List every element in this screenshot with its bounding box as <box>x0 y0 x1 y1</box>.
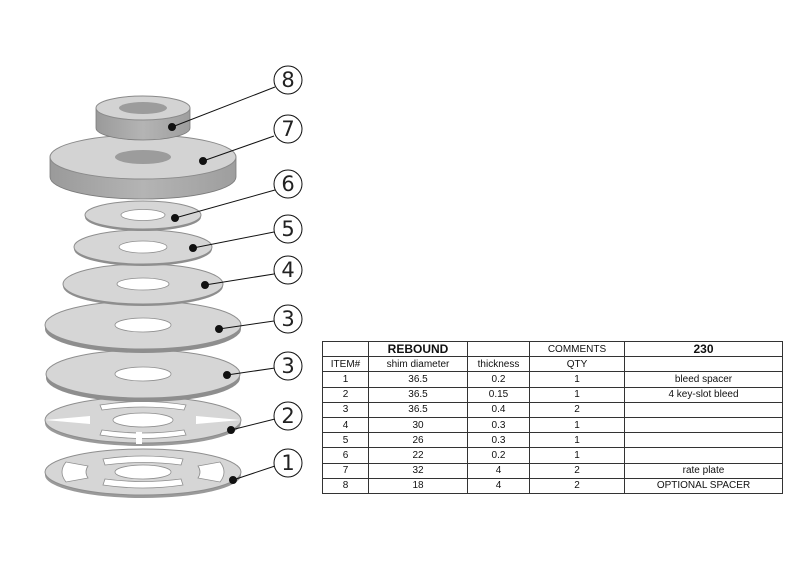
table-row-8-cell-qty: 2 <box>529 477 625 494</box>
table-row-2-cell-shim-diameter: 36.5 <box>368 386 468 403</box>
header-row-cell-comments <box>624 356 783 373</box>
part-2-key-slot-bleed <box>44 396 242 446</box>
table-row-3-cell-thickness: 0.4 <box>467 401 530 418</box>
title-row-cell-comments: 230 <box>624 340 783 358</box>
table-row-7-cell-shim-diameter: 32 <box>368 462 468 479</box>
part-3-shim-upper <box>44 300 242 353</box>
table-row-1-cell-shim-diameter: 36.5 <box>368 371 468 388</box>
balloon-6: 6 <box>273 169 303 199</box>
table-row-4-cell-item: 4 <box>322 416 369 434</box>
table-row-3-cell-comments <box>624 401 783 418</box>
table-row-4-cell-shim-diameter: 30 <box>368 416 468 434</box>
table-row-8-cell-comments: OPTIONAL SPACER <box>624 477 783 494</box>
table-row-3-cell-qty: 2 <box>529 401 625 418</box>
table-row-3-cell-shim-diameter: 36.5 <box>368 401 468 418</box>
balloon-4-label: 4 <box>281 258 294 282</box>
part-6-shim <box>84 200 202 231</box>
part-1-bleed-spacer <box>44 448 242 498</box>
table-row-7-cell-comments: rate plate <box>624 462 783 479</box>
balloon-7-label: 7 <box>281 117 294 141</box>
header-row-cell-shim-diameter: shim diameter <box>368 356 468 373</box>
table-row-6-cell-shim-diameter: 22 <box>368 447 468 464</box>
header-row-cell-qty: QTY <box>529 356 625 373</box>
table-row-8-cell-thickness: 4 <box>467 477 530 494</box>
table-row-4-cell-comments <box>624 416 783 434</box>
leader-lines <box>168 86 276 484</box>
table-row-8-cell-item: 8 <box>322 477 369 494</box>
table-row-2-cell-qty: 1 <box>529 386 625 403</box>
balloon-3-lower-label: 3 <box>281 354 294 378</box>
callout-balloons: 8 7 6 5 4 3 3 2 <box>273 65 303 478</box>
table-row-6-cell-thickness: 0.2 <box>467 447 530 464</box>
table-row-5-cell-shim-diameter: 26 <box>368 432 468 449</box>
table-row-6-cell-comments <box>624 447 783 464</box>
table-row-7-cell-qty: 2 <box>529 462 625 479</box>
part-4-shim <box>62 263 224 306</box>
balloon-2-label: 2 <box>281 404 294 428</box>
part-5-shim <box>73 229 213 266</box>
title-row-cell-shim-diameter: REBOUND <box>368 340 468 358</box>
table-row-7-cell-thickness: 4 <box>467 462 530 479</box>
table-row-4-cell-thickness: 0.3 <box>467 416 530 434</box>
balloon-3-lower: 3 <box>273 351 303 381</box>
table-row-5-cell-qty: 1 <box>529 432 625 449</box>
balloon-8-label: 8 <box>281 68 294 92</box>
title-row-cell-qty: COMMENTS <box>529 340 625 358</box>
table-row-5-cell-item: 5 <box>322 432 369 449</box>
table-row-1-cell-item: 1 <box>322 371 369 388</box>
table-row-5-cell-comments <box>624 432 783 449</box>
table-row-1-cell-qty: 1 <box>529 371 625 388</box>
part-7-rate-plate <box>49 134 237 200</box>
table-row-2-cell-thickness: 0.15 <box>467 386 530 403</box>
table-row-6-cell-item: 6 <box>322 447 369 464</box>
header-row-cell-item: ITEM# <box>322 356 369 373</box>
table-row-4-cell-qty: 1 <box>529 416 625 434</box>
table-row-1-cell-comments: bleed spacer <box>624 371 783 388</box>
balloon-3-upper-label: 3 <box>281 307 294 331</box>
table-row-8-cell-shim-diameter: 18 <box>368 477 468 494</box>
balloon-1-label: 1 <box>281 451 294 475</box>
table-row-3-cell-item: 3 <box>322 401 369 418</box>
header-row-cell-thickness: thickness <box>467 356 530 373</box>
table-row-5-cell-thickness: 0.3 <box>467 432 530 449</box>
part-8-optional-spacer <box>95 95 191 141</box>
table-row-6-cell-qty: 1 <box>529 447 625 464</box>
balloon-5-label: 5 <box>281 217 294 241</box>
table-row-7-cell-item: 7 <box>322 462 369 479</box>
balloon-7: 7 <box>273 114 303 144</box>
table-row-2-cell-comments: 4 key-slot bleed <box>624 386 783 403</box>
table-row-1-cell-thickness: 0.2 <box>467 371 530 388</box>
balloon-2: 2 <box>273 401 303 431</box>
balloon-3-upper: 3 <box>273 304 303 334</box>
title-row-cell-item <box>322 340 369 358</box>
balloon-8: 8 <box>273 65 303 95</box>
balloon-1: 1 <box>273 448 303 478</box>
balloon-6-label: 6 <box>281 172 294 196</box>
balloon-5: 5 <box>273 214 303 244</box>
title-row-cell-thickness <box>467 340 530 358</box>
balloon-4: 4 <box>273 255 303 285</box>
part-3-shim-lower <box>45 349 241 402</box>
table-row-2-cell-item: 2 <box>322 386 369 403</box>
